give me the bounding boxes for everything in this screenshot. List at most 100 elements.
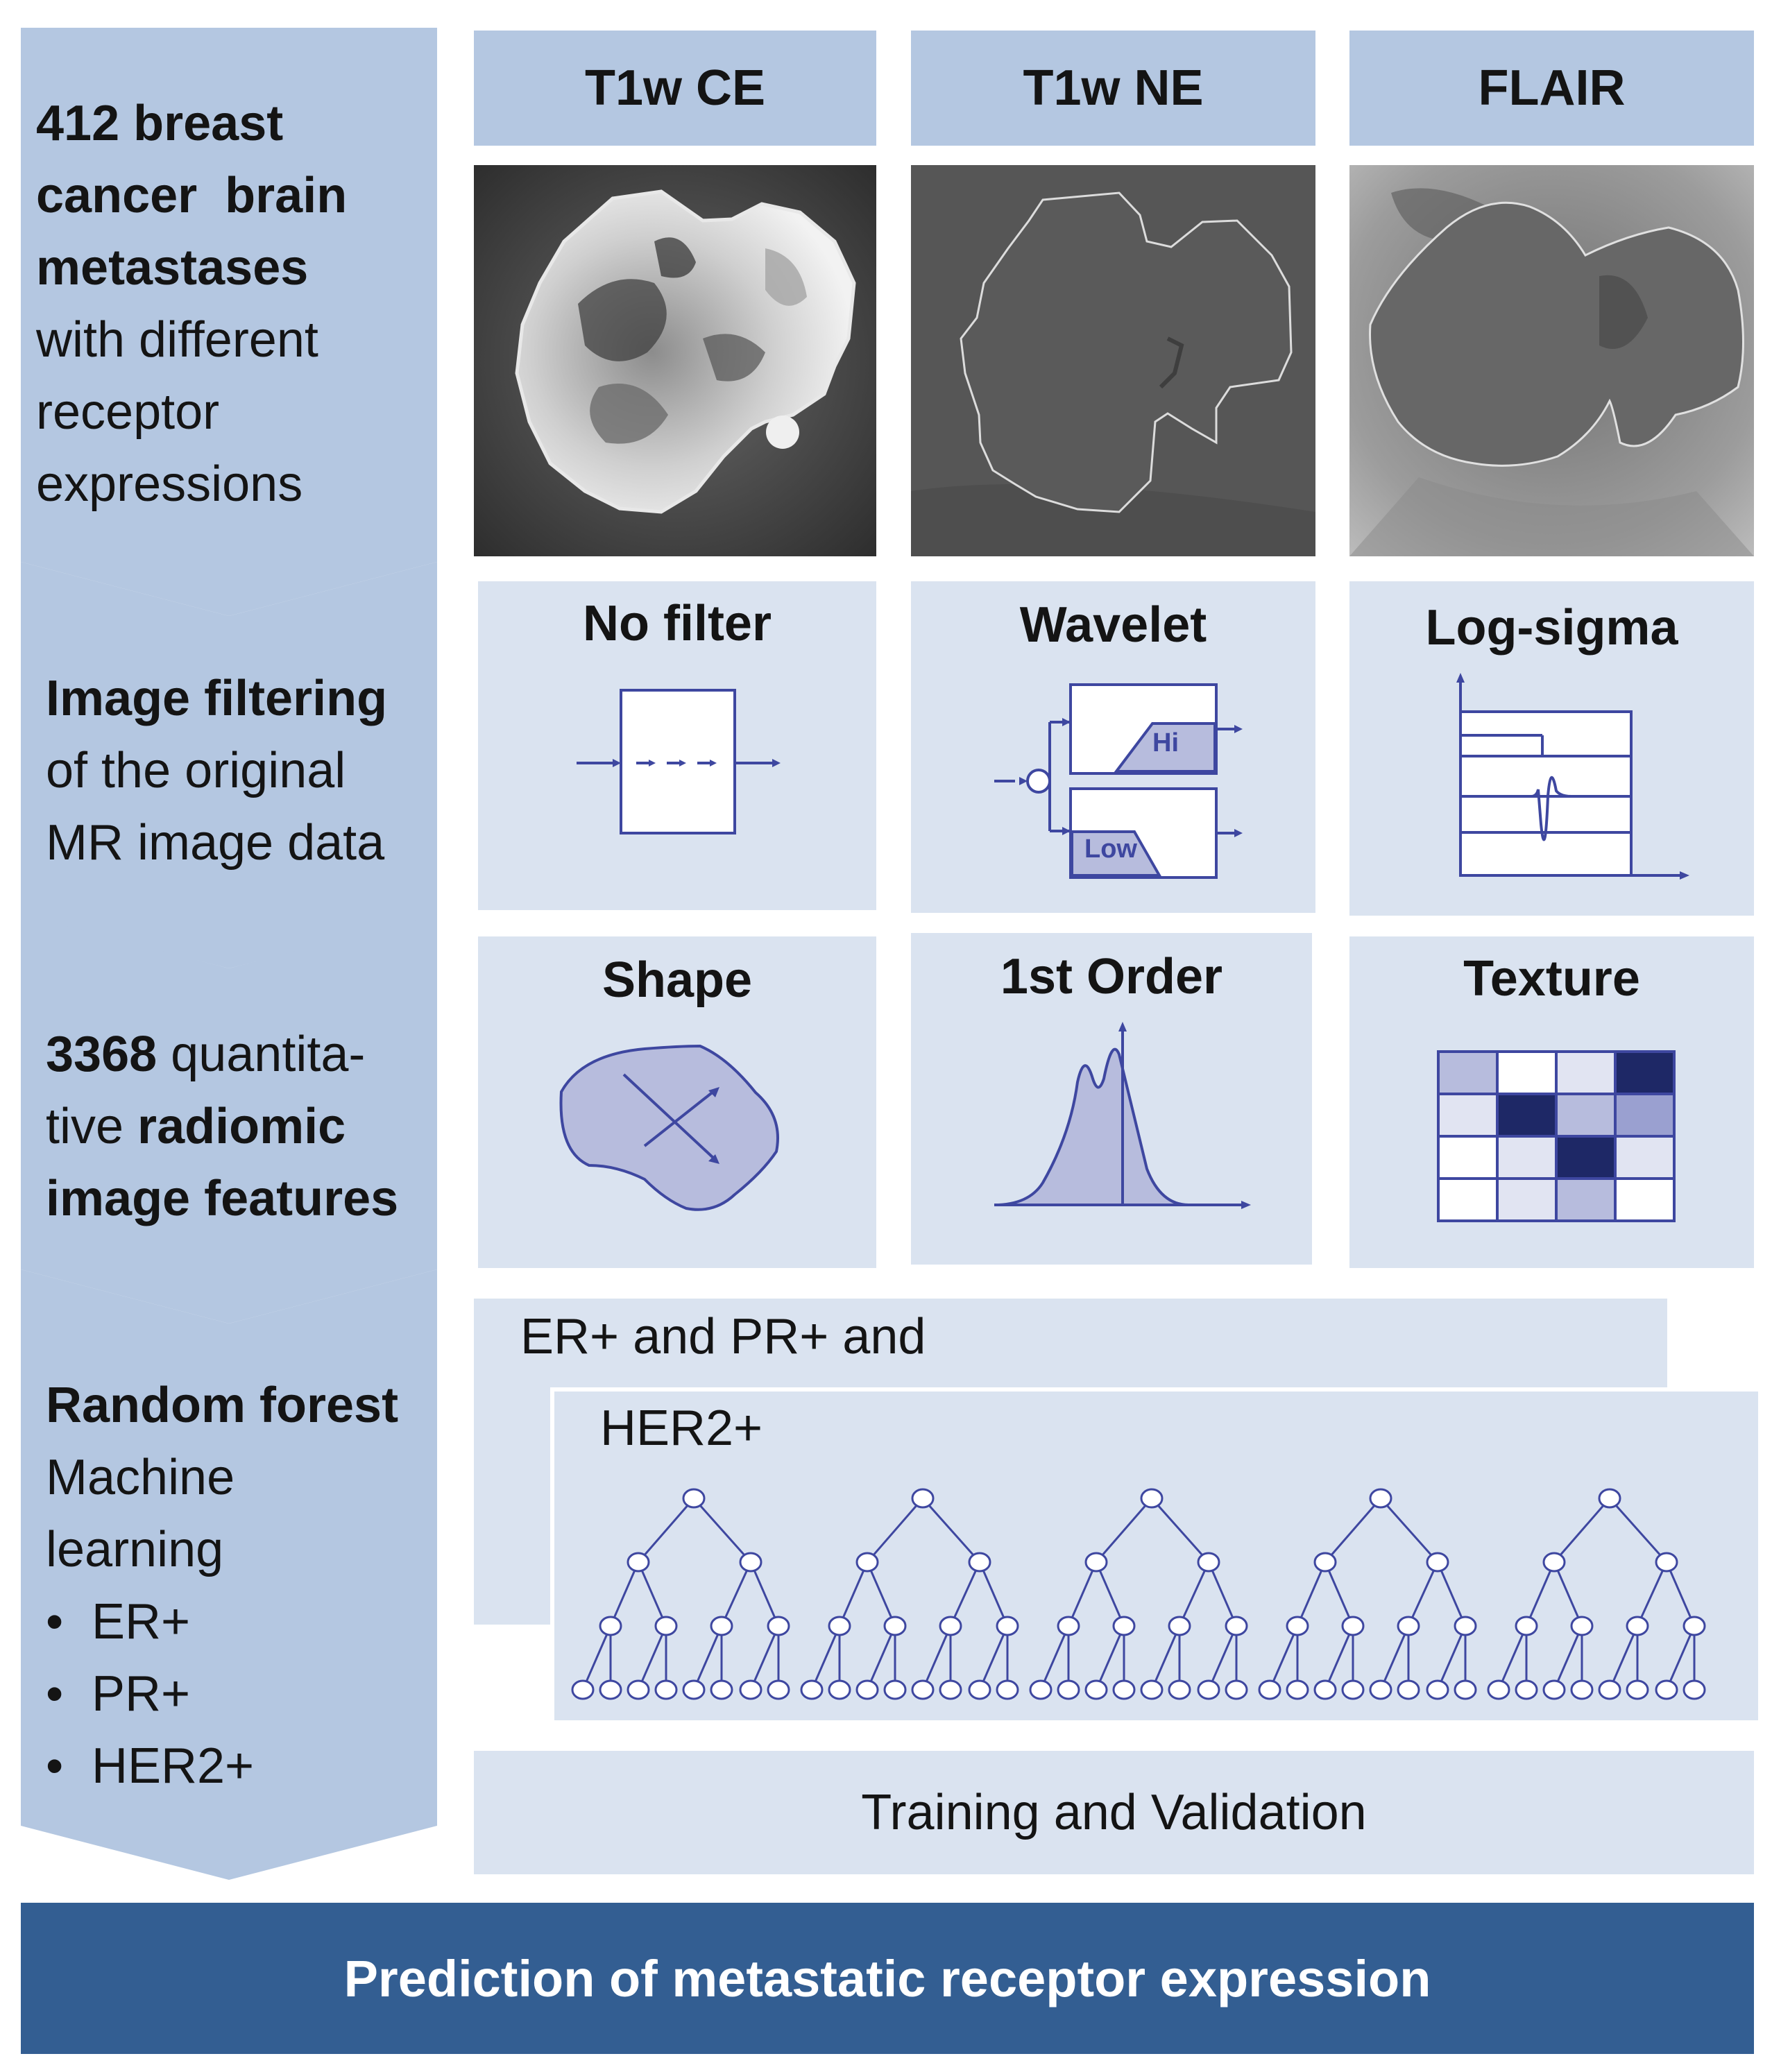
step-1-line-5: receptor: [36, 384, 220, 440]
tree-node: [1225, 1616, 1248, 1636]
texture-cell: [1496, 1093, 1558, 1138]
texture-cell: [1496, 1135, 1558, 1180]
tree-node: [767, 1679, 790, 1700]
tree-node: [1197, 1679, 1220, 1700]
filter-panel-no-filter: No filter: [478, 581, 876, 910]
tree-node: [911, 1679, 935, 1700]
step-3-chevron: [21, 914, 437, 1324]
tree-node: [1515, 1616, 1538, 1636]
tree-node: [1626, 1616, 1649, 1636]
tree-node: [1168, 1616, 1191, 1636]
feature-title-texture: Texture: [1463, 951, 1640, 1007]
texture-cell: [1555, 1135, 1617, 1180]
tree-node: [855, 1679, 879, 1700]
tree-node: [571, 1679, 595, 1700]
tree-node: [968, 1552, 991, 1573]
tree-node: [1286, 1679, 1309, 1700]
step-2-line-3: MR image data: [46, 815, 385, 871]
tree-node: [1598, 1679, 1621, 1700]
step-2-text: Image filtering of the original MR image…: [46, 662, 387, 879]
feature-title-shape: Shape: [602, 952, 753, 1008]
step-3-line-2-bold: radiomic: [137, 1099, 346, 1154]
texture-cell: [1614, 1135, 1676, 1180]
forest-front-label: HER2+: [600, 1401, 763, 1456]
tree-node: [939, 1616, 962, 1636]
mri-image-flair: [1349, 165, 1754, 556]
histogram-feature-icon: [994, 1022, 1251, 1209]
tree-node: [855, 1552, 879, 1573]
tree-node: [1112, 1616, 1136, 1636]
step-3-line-1: quantita-: [157, 1027, 366, 1082]
feature-title-first-order: 1st Order: [1000, 949, 1223, 1004]
tree-node: [1168, 1679, 1191, 1700]
tree-node: [1515, 1679, 1538, 1700]
step-3-line-3: image features: [46, 1171, 399, 1226]
tree-node: [1626, 1679, 1649, 1700]
texture-cell: [1437, 1135, 1499, 1180]
tree-node: [1286, 1616, 1309, 1636]
tree-node: [1057, 1616, 1080, 1636]
shape-feature-icon: [559, 1044, 779, 1211]
step-1-chevron: [21, 28, 437, 617]
tree-node: [828, 1679, 851, 1700]
tree-node: [710, 1616, 733, 1636]
filter-title-wavelet: Wavelet: [1019, 597, 1207, 653]
tree-node: [1140, 1488, 1164, 1509]
tree-node: [1313, 1679, 1337, 1700]
tree-node: [800, 1679, 824, 1700]
tree-node: [883, 1616, 907, 1636]
tree-node: [599, 1616, 622, 1636]
receptor-item-pr: PR+: [46, 1658, 398, 1730]
step-1-line-4: with different: [36, 312, 318, 368]
tree-node: [1655, 1679, 1678, 1700]
tree-node: [1369, 1679, 1392, 1700]
tree-node: [968, 1679, 991, 1700]
tree-node: [1197, 1552, 1220, 1573]
tree-node: [828, 1616, 851, 1636]
tree-node: [1112, 1679, 1136, 1700]
texture-cell: [1614, 1093, 1676, 1138]
step-1-text: 412 breast cancer brain metastases with …: [36, 87, 347, 520]
tree-node: [1426, 1552, 1449, 1573]
filter-panel-wavelet: Wavelet Hi Low: [911, 581, 1315, 913]
step-3-line-2-pre: tive: [46, 1099, 138, 1154]
texture-cell: [1614, 1050, 1676, 1095]
sequence-header-t1w-ne: T1w NE: [911, 31, 1315, 146]
tree-node: [599, 1679, 622, 1700]
step-1-line-1: 412 breast: [36, 96, 284, 151]
step-3-text: 3368 quantita- tive radiomic image featu…: [46, 1018, 398, 1235]
receptor-list: ER+ PR+ HER2+: [46, 1586, 398, 1802]
feature-panel-texture: Texture: [1349, 936, 1754, 1268]
tree-node: [682, 1488, 706, 1509]
texture-cell: [1614, 1177, 1676, 1222]
tree-node: [767, 1616, 790, 1636]
filter-title-no-filter: No filter: [582, 596, 772, 651]
texture-cell: [1555, 1050, 1617, 1095]
step-4-text: Random forest Machine learning ER+ PR+ H…: [46, 1369, 398, 1802]
tree-node: [1341, 1679, 1365, 1700]
texture-cell: [1555, 1093, 1617, 1138]
tree-node: [1426, 1679, 1449, 1700]
wavelet-filter-icon: [994, 683, 1243, 879]
tree-node: [739, 1679, 763, 1700]
tree-node: [1598, 1488, 1621, 1509]
feature-panel-first-order: 1st Order: [911, 933, 1312, 1265]
tree-node: [1682, 1616, 1706, 1636]
tree-node: [627, 1552, 650, 1573]
step-2-chevron: [21, 562, 437, 968]
step-4-line-2: Machine: [46, 1450, 235, 1505]
tree-node: [1542, 1679, 1566, 1700]
tree-node: [682, 1679, 706, 1700]
tree-node: [1029, 1679, 1053, 1700]
receptor-item-her2: HER2+: [46, 1730, 398, 1802]
prediction-banner: Prediction of metastatic receptor expres…: [21, 1903, 1754, 2054]
texture-cell: [1496, 1050, 1558, 1095]
training-validation-box: Training and Validation: [474, 1751, 1754, 1874]
tree-node: [1225, 1679, 1248, 1700]
tree-node: [1397, 1679, 1420, 1700]
wavelet-low-label: Low: [1084, 834, 1137, 864]
sequence-header-flair: FLAIR: [1349, 31, 1754, 146]
step-2-line-1: Image filtering: [46, 671, 388, 726]
tree-node: [1542, 1552, 1566, 1573]
tree-node: [1397, 1616, 1420, 1636]
